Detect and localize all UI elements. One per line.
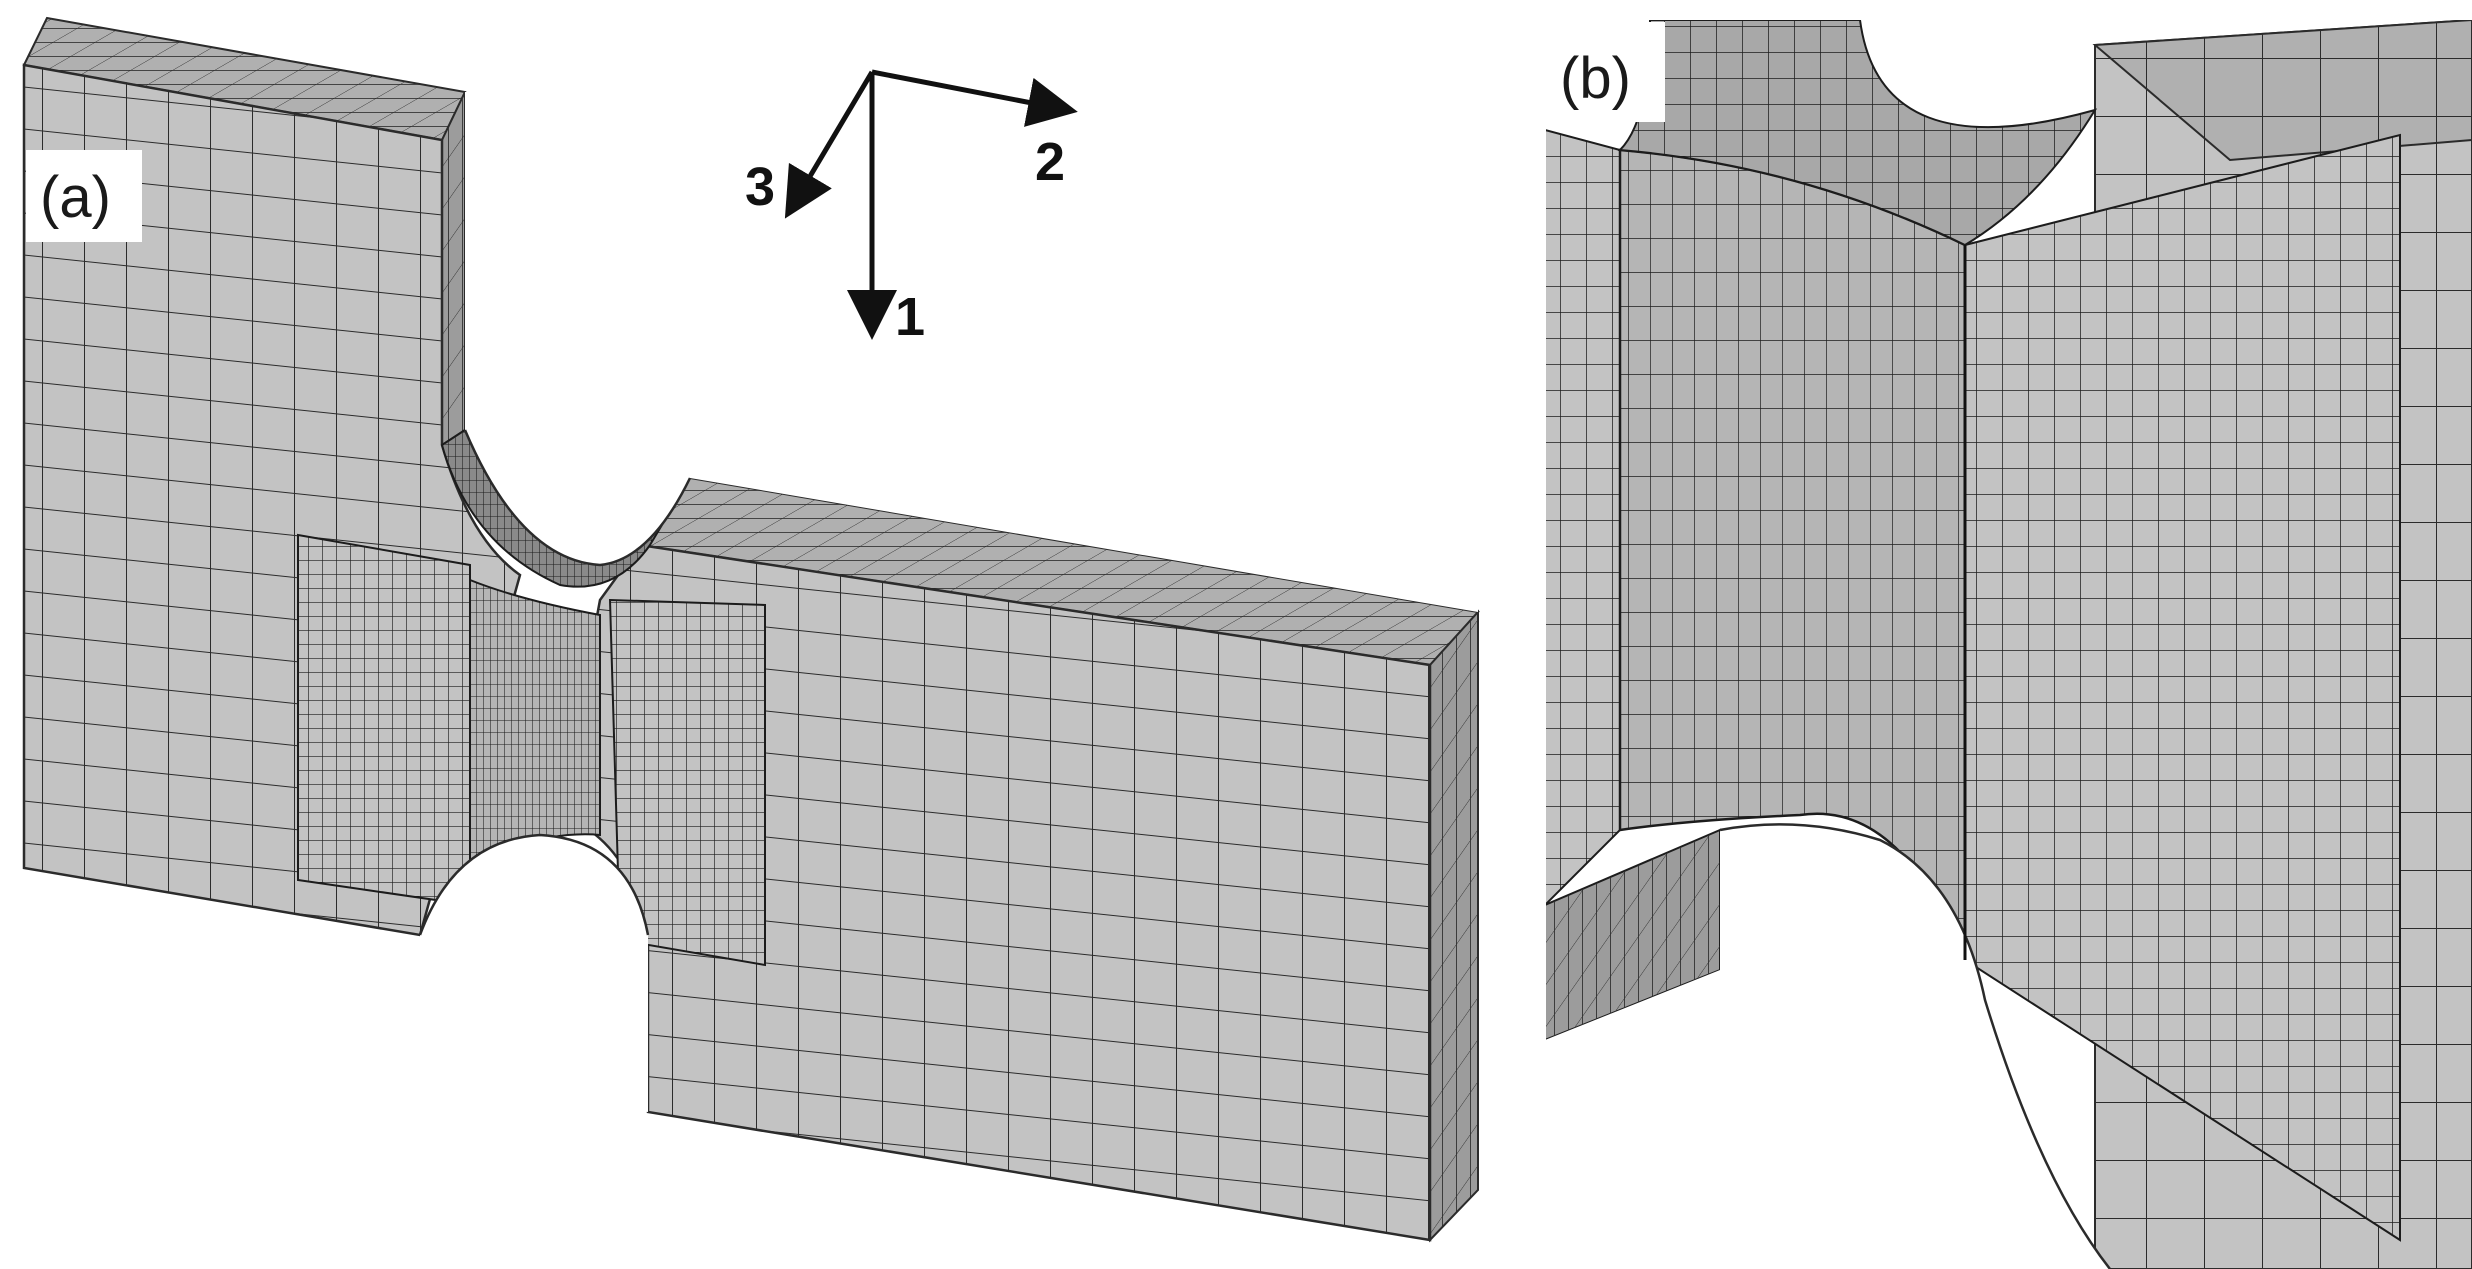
panel-b-label-box: (b) [1550,22,1665,122]
axis-2-arrow [871,69,1078,127]
panel-a-label: (a) [40,165,111,230]
detail-lower-notch-cutout [1545,824,2110,1269]
axis-1-label: 1 [895,287,925,347]
lower-notch-edge [418,833,650,936]
left-block-side-face [441,91,466,447]
detail-lower-notch-edge [1719,823,2111,1269]
ligament-fine-mesh [469,578,601,862]
right-block-front-face [558,543,1432,1242]
axis-2-label: 2 [1035,132,1065,192]
panel-b-label: (b) [1560,46,1631,111]
detail-left-face [1545,128,1621,907]
coordinate-axes: 1 2 3 [745,69,1078,347]
panel-a-specimen-mesh: (a) 1 2 3 [22,16,1480,1243]
lower-notch-cutout [420,835,648,1112]
panel-a-label-box: (a) [26,150,142,242]
detail-curved-ligament-surface [1618,148,1967,961]
axis-3-label: 3 [745,157,775,217]
axis-3-arrow [784,70,875,219]
right-block-side-face [1429,609,1479,1243]
detail-refined-zone-right [1964,133,2401,1242]
panel-b-notch-detail: (b) [1540,0,2472,1269]
refined-zone-left [297,533,471,907]
refined-zone-right [608,598,766,967]
upper-notch-edge [463,429,692,567]
upper-notch-cutout [465,92,1478,612]
